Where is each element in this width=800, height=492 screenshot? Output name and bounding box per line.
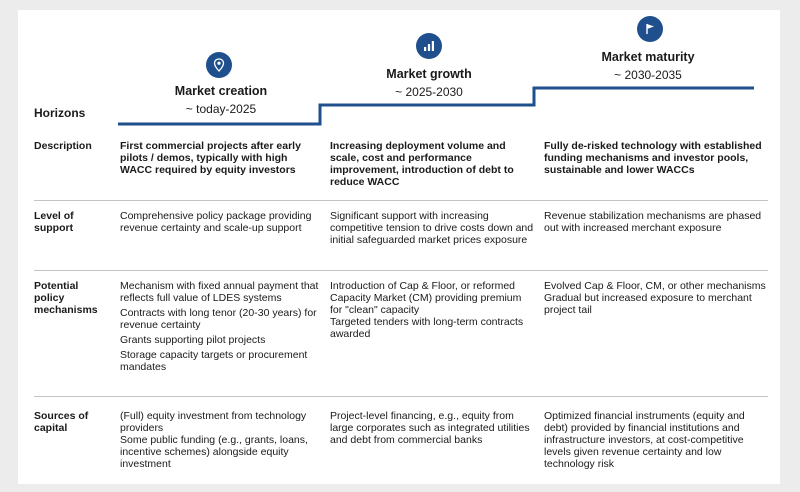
phase-range: ~ today-2025 bbox=[185, 102, 257, 116]
table-row: Potential policy mechanisms Mechanism wi… bbox=[18, 280, 780, 390]
table-slide: Horizons Market creation ~ today-2025 Ma… bbox=[18, 10, 780, 484]
flag-icon bbox=[637, 16, 663, 42]
list-item: Some public funding (e.g., grants, loans… bbox=[120, 434, 308, 470]
row-label: Level of support bbox=[34, 210, 74, 234]
location-pin-icon bbox=[206, 52, 232, 78]
list-item: Introduction of Cap & Floor, or reformed… bbox=[330, 280, 522, 316]
cell-market-growth: Increasing deployment volume and scale, … bbox=[330, 140, 514, 188]
cell-market-creation: (Full) equity investment from technology… bbox=[120, 410, 320, 470]
list-item: (Full) equity investment from technology… bbox=[120, 410, 307, 434]
list-item: Gradual but increased exposure to mercha… bbox=[544, 292, 752, 316]
phase-market-maturity: Market maturity ~ 2030-2035 bbox=[573, 50, 723, 82]
row-divider bbox=[34, 396, 768, 397]
cell-market-growth: Significant support with increasing comp… bbox=[330, 210, 534, 246]
list-item: Evolved Cap & Floor, CM, or other mechan… bbox=[544, 280, 766, 292]
table-row: Level of support Comprehensive policy pa… bbox=[18, 210, 780, 270]
list-item: Grants supporting pilot projects bbox=[120, 334, 266, 346]
list-item: Contracts with long tenor (20-30 years) … bbox=[120, 307, 317, 331]
list-item: Targeted tenders with long-term contract… bbox=[330, 316, 524, 340]
table-row: Sources of capital (Full) equity investm… bbox=[18, 410, 780, 480]
phase-market-growth: Market growth ~ 2025-2030 bbox=[354, 67, 504, 99]
list-item: Optimized financial instruments (equity … bbox=[544, 410, 745, 470]
cell-market-creation: Comprehensive policy package providing r… bbox=[120, 210, 312, 234]
phase-title: Market growth bbox=[386, 67, 472, 81]
cell-market-creation: Mechanism with fixed annual payment that… bbox=[120, 280, 320, 373]
row-divider bbox=[34, 270, 768, 271]
list-item: Storage capacity targets or procurement … bbox=[120, 349, 308, 373]
row-label: Potential policy mechanisms bbox=[34, 280, 98, 316]
row-label: Sources of capital bbox=[34, 410, 89, 434]
cell-market-maturity: Revenue stabilization mechanisms are pha… bbox=[544, 210, 762, 234]
horizon-staircase bbox=[118, 86, 754, 126]
phase-market-creation: Market creation ~ today-2025 bbox=[146, 84, 296, 116]
table-row: Description First commercial projects af… bbox=[18, 140, 780, 194]
bar-chart-icon bbox=[416, 33, 442, 59]
row-label: Description bbox=[34, 140, 92, 152]
list-item: Project-level financing, e.g., equity fr… bbox=[330, 410, 530, 446]
cell-market-creation: First commercial projects after early pi… bbox=[120, 140, 301, 176]
row-divider bbox=[34, 200, 768, 201]
cell-market-maturity: Optimized financial instruments (equity … bbox=[544, 410, 766, 470]
cell-market-maturity: Evolved Cap & Floor, CM, or other mechan… bbox=[544, 280, 766, 316]
horizons-label: Horizons bbox=[34, 106, 86, 120]
cell-market-growth: Introduction of Cap & Floor, or reformed… bbox=[330, 280, 535, 340]
phase-range: ~ 2030-2035 bbox=[614, 68, 682, 82]
cell-market-growth: Project-level financing, e.g., equity fr… bbox=[330, 410, 535, 446]
list-item: Mechanism with fixed annual payment that… bbox=[120, 280, 319, 304]
phase-title: Market maturity bbox=[601, 50, 695, 64]
phase-title: Market creation bbox=[174, 84, 268, 98]
phase-range: ~ 2025-2030 bbox=[395, 85, 463, 99]
cell-market-maturity: Fully de-risked technology with establis… bbox=[544, 140, 762, 176]
